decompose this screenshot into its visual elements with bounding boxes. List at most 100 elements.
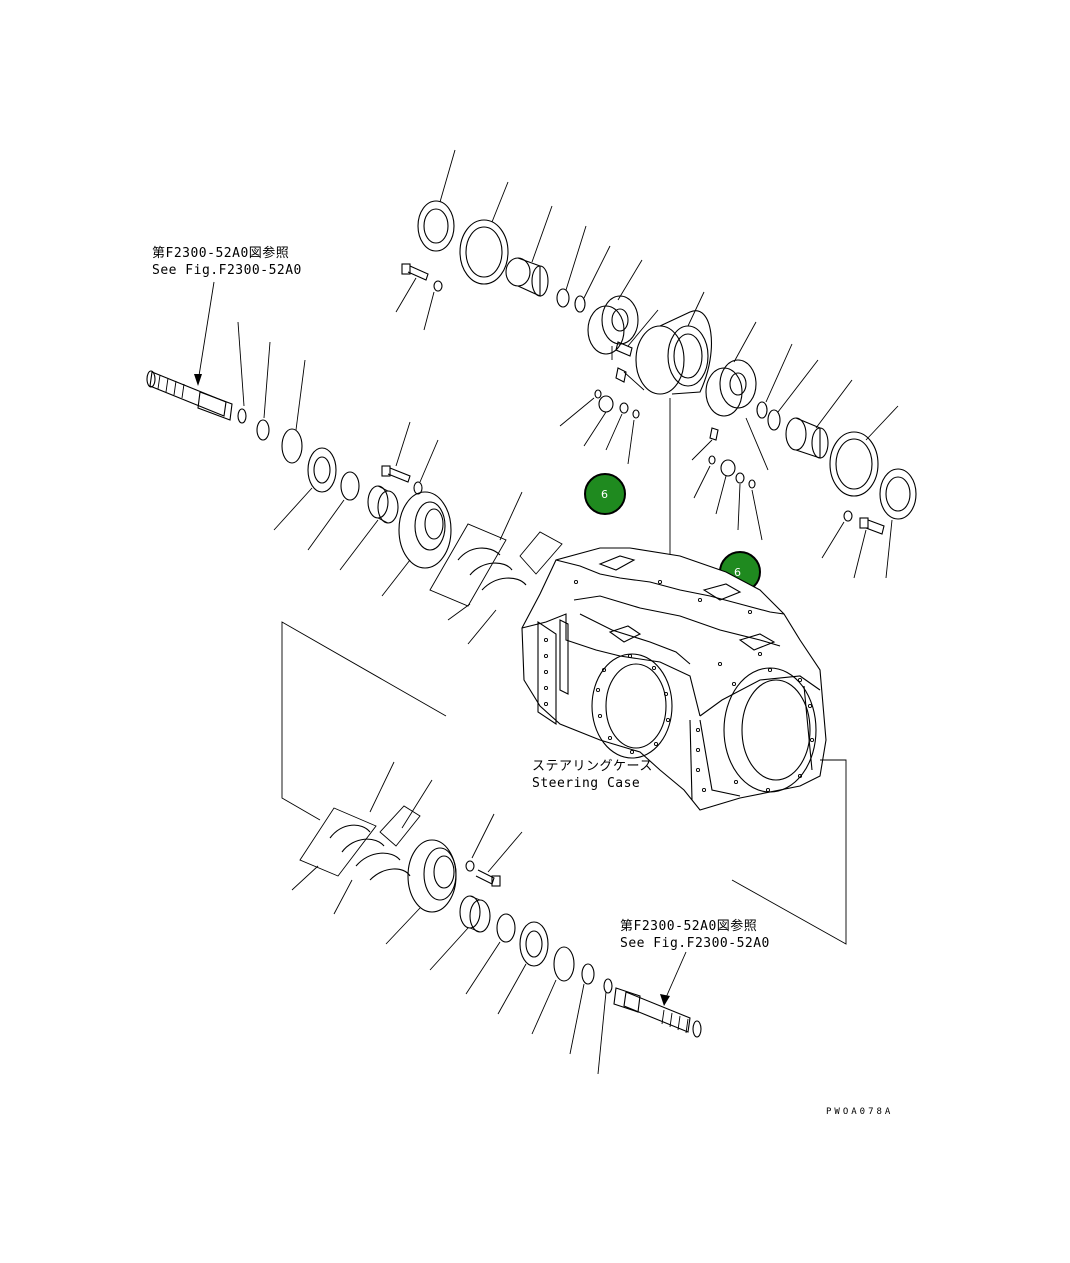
right-washer	[843, 510, 853, 522]
small-washer	[735, 472, 745, 484]
right-seal-large	[829, 431, 879, 497]
leader-line	[439, 149, 456, 203]
bolt-holes	[543, 579, 815, 793]
steering-case-label-jp: ステアリングケース	[532, 759, 653, 774]
bottom-snap-ring-1	[496, 913, 516, 943]
small-bushing	[720, 459, 736, 477]
leader-line	[821, 521, 845, 559]
top-bolt	[401, 263, 429, 281]
right-bolt	[859, 517, 885, 535]
small-bushing	[598, 395, 614, 413]
leader-line	[623, 371, 645, 391]
leader-line	[751, 489, 763, 541]
leader-line	[853, 529, 867, 579]
leader-line	[737, 483, 741, 531]
snap-ring-left-3	[281, 428, 303, 464]
left-bushing	[367, 485, 399, 524]
top-seal-large	[459, 219, 509, 285]
bottom-bushing	[459, 895, 491, 933]
pin	[615, 341, 633, 357]
small-washer	[619, 402, 629, 414]
bolt-left	[381, 465, 411, 483]
shim-pack-left	[429, 523, 563, 607]
right-bearing-cone	[785, 417, 829, 459]
leader-line	[491, 181, 509, 223]
ref-bottom-right-leader	[663, 951, 687, 1003]
left-axle-shaft	[146, 370, 233, 421]
leader-line	[273, 487, 313, 531]
top-carrier-left	[587, 295, 639, 355]
washer-left	[413, 481, 423, 495]
leader-line	[583, 245, 611, 299]
leader-line	[291, 865, 319, 891]
pin	[709, 427, 719, 441]
leader-line	[559, 397, 595, 427]
ref-bottom-right-jp: 第F2300-52A0図参照	[620, 918, 757, 934]
bottom-bearing	[519, 921, 549, 967]
small-nut	[708, 455, 716, 465]
leader-line	[777, 359, 819, 413]
leader-line	[369, 761, 395, 813]
leader-line	[465, 941, 501, 995]
pin	[615, 367, 627, 383]
top-washer	[433, 280, 443, 292]
bottom-snap-ring-4	[603, 978, 613, 994]
left-cover	[398, 491, 452, 569]
ref-top-left-en: See Fig.F2300-52A0	[152, 263, 302, 278]
shim-pack-bottom	[299, 805, 421, 881]
left-bearing	[307, 447, 337, 493]
leader-line	[531, 205, 553, 263]
leader-line	[333, 879, 353, 915]
bracket-left	[281, 621, 447, 821]
leader-line	[263, 341, 271, 419]
leader-line	[693, 465, 711, 499]
snap-ring-left-2	[256, 419, 270, 441]
leader-line	[687, 291, 705, 327]
small-nut	[594, 389, 602, 399]
leader-line	[447, 603, 471, 621]
leader-line	[497, 963, 527, 1015]
leader-line	[339, 519, 379, 571]
leader-line	[583, 411, 607, 447]
leader-line	[423, 291, 435, 331]
ref-bottom-right-en: See Fig.F2300-52A0	[620, 936, 770, 951]
bottom-bolt	[475, 869, 501, 887]
leader-line	[715, 475, 727, 515]
small-ring	[748, 479, 756, 489]
leader-line	[597, 991, 607, 1075]
leader-line	[429, 927, 469, 971]
leader-line	[237, 321, 245, 407]
leader-line	[295, 359, 306, 431]
figure-code: PWOA078A	[826, 1107, 893, 1117]
callout-marker[interactable]: 6	[584, 473, 626, 515]
leader-line	[395, 421, 411, 467]
top-bearing-cone	[505, 257, 549, 297]
snap-ring-left-1	[237, 408, 247, 424]
leader-line	[385, 907, 421, 945]
leader-line	[395, 277, 417, 313]
leader-line	[499, 491, 523, 541]
leader-line	[627, 309, 659, 347]
right-snap-ring-1	[756, 401, 768, 419]
right-collar	[767, 409, 781, 431]
bottom-snap-ring-3	[581, 963, 595, 985]
top-snap-ring-2	[574, 295, 586, 313]
leader-line	[617, 259, 643, 301]
leader-line	[865, 405, 899, 441]
leader-line	[733, 321, 757, 363]
leader-line	[765, 343, 793, 403]
leader-line	[627, 419, 635, 465]
leader-line	[471, 813, 495, 859]
leader-line	[605, 413, 623, 451]
bottom-cover	[407, 839, 457, 913]
snap-ring-left-4	[340, 471, 360, 501]
top-snap-ring-1	[556, 288, 570, 308]
steering-case-label-en: Steering Case	[532, 776, 640, 791]
top-seal-ring	[417, 200, 455, 252]
leader-line	[487, 831, 523, 873]
callout-label: 6	[734, 566, 741, 579]
ref-top-left-leader	[197, 281, 215, 383]
leader-line	[401, 779, 433, 829]
leader-line	[467, 609, 497, 645]
